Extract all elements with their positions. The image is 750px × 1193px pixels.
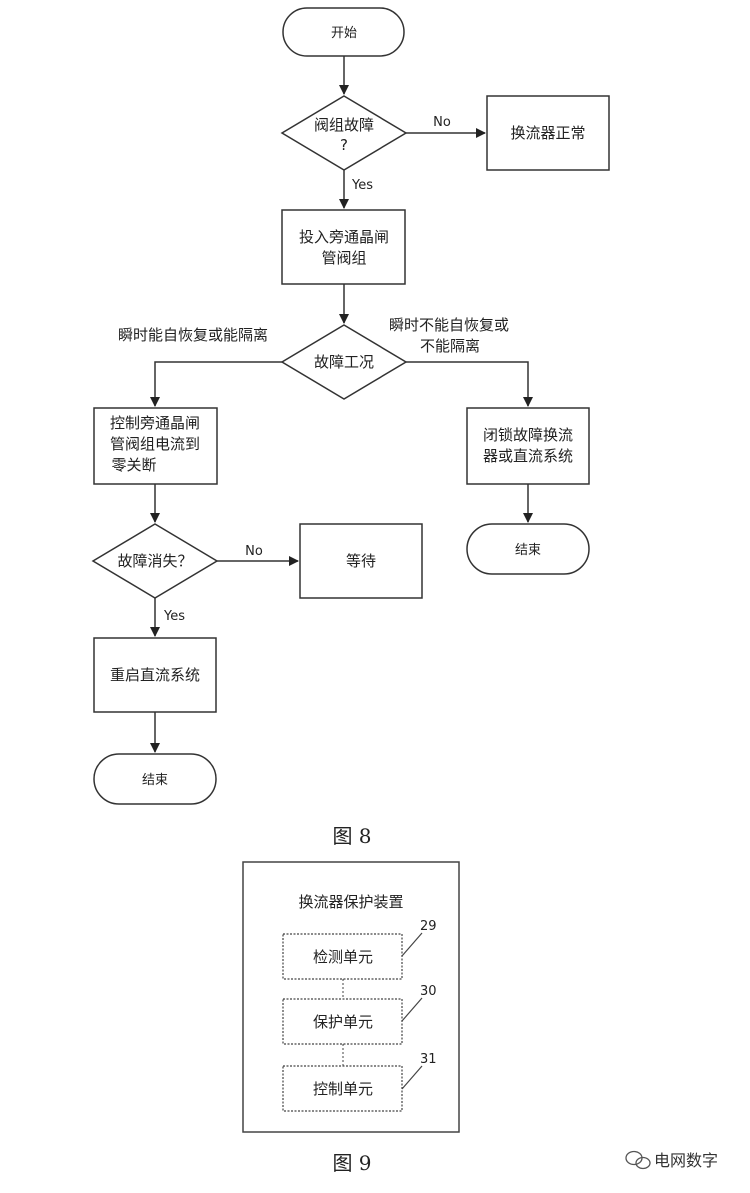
no-label-1: No <box>433 115 451 130</box>
bypass-label-line1: 投入旁通晶闸 <box>299 228 389 246</box>
right-branch-label-line1: 瞬时不能自恢复或 <box>389 316 509 334</box>
end-terminator-left <box>93 753 217 805</box>
ref-number-31: 31 <box>420 1052 437 1067</box>
control-label-line2: 管阀组电流到 <box>110 435 200 453</box>
end-terminator-right <box>466 523 590 575</box>
wait-box <box>299 523 423 599</box>
normal-label: 换流器正常 <box>510 124 585 142</box>
end-right-label: 结束 <box>515 543 541 558</box>
end-left-label: 结束 <box>142 773 168 788</box>
lock-label-line1: 闭锁故障换流 <box>483 426 573 444</box>
wait-label: 等待 <box>346 552 376 570</box>
watermark: 电网数字 <box>625 1150 718 1170</box>
ref-number-30: 30 <box>420 984 437 999</box>
control-unit-label: 控制单元 <box>313 1080 373 1098</box>
watermark-text: 电网数字 <box>654 1151 718 1170</box>
q1-label-line2: ? <box>340 136 348 154</box>
protection-unit-box <box>282 998 403 1045</box>
figure-9 <box>242 861 460 1133</box>
ref-number-29: 29 <box>420 919 437 934</box>
no-label-2: No <box>245 544 263 559</box>
detection-unit-box <box>282 933 403 980</box>
figure-8 <box>91 7 610 805</box>
yes-label-1: Yes <box>351 178 373 193</box>
lock-label-line2: 器或直流系统 <box>483 447 573 465</box>
restart-dc-box <box>93 637 217 713</box>
left-branch-label: 瞬时能自恢复或能隔离 <box>118 326 268 344</box>
restart-label: 重启直流系统 <box>110 666 200 684</box>
yes-label-2: Yes <box>163 609 185 624</box>
leader-30 <box>401 997 423 1022</box>
control-bypass-box <box>93 407 218 485</box>
leader-31 <box>401 1065 423 1090</box>
bypass-valve-box <box>281 209 406 285</box>
q1-label-line1: 阀组故障 <box>314 116 374 134</box>
figure-9-caption: 图 9 <box>332 1151 371 1175</box>
bypass-label-line2: 管阀组 <box>321 249 366 267</box>
start-label: 开始 <box>331 26 357 41</box>
decision-fault-condition <box>280 324 408 400</box>
q3-label: 故障消失？ <box>117 552 192 570</box>
control-label-line3: 零关断 <box>111 456 156 474</box>
arrow-q2-left <box>150 361 282 407</box>
figure-8-caption: 图 8 <box>332 824 371 848</box>
converter-normal-box <box>486 95 610 171</box>
device-title: 换流器保护装置 <box>298 893 403 911</box>
control-label-line1: 控制旁通晶闸 <box>110 414 200 432</box>
detection-unit-label: 检测单元 <box>313 948 373 966</box>
q2-label: 故障工况 <box>314 353 374 371</box>
wechat-icon <box>625 1150 651 1170</box>
protection-unit-label: 保护单元 <box>313 1013 373 1031</box>
leader-29 <box>401 932 423 957</box>
right-branch-label-line2: 不能隔离 <box>420 337 480 355</box>
arrow-q2-right <box>406 361 533 407</box>
control-unit-box <box>282 1065 403 1112</box>
lock-converter-box <box>466 407 590 485</box>
